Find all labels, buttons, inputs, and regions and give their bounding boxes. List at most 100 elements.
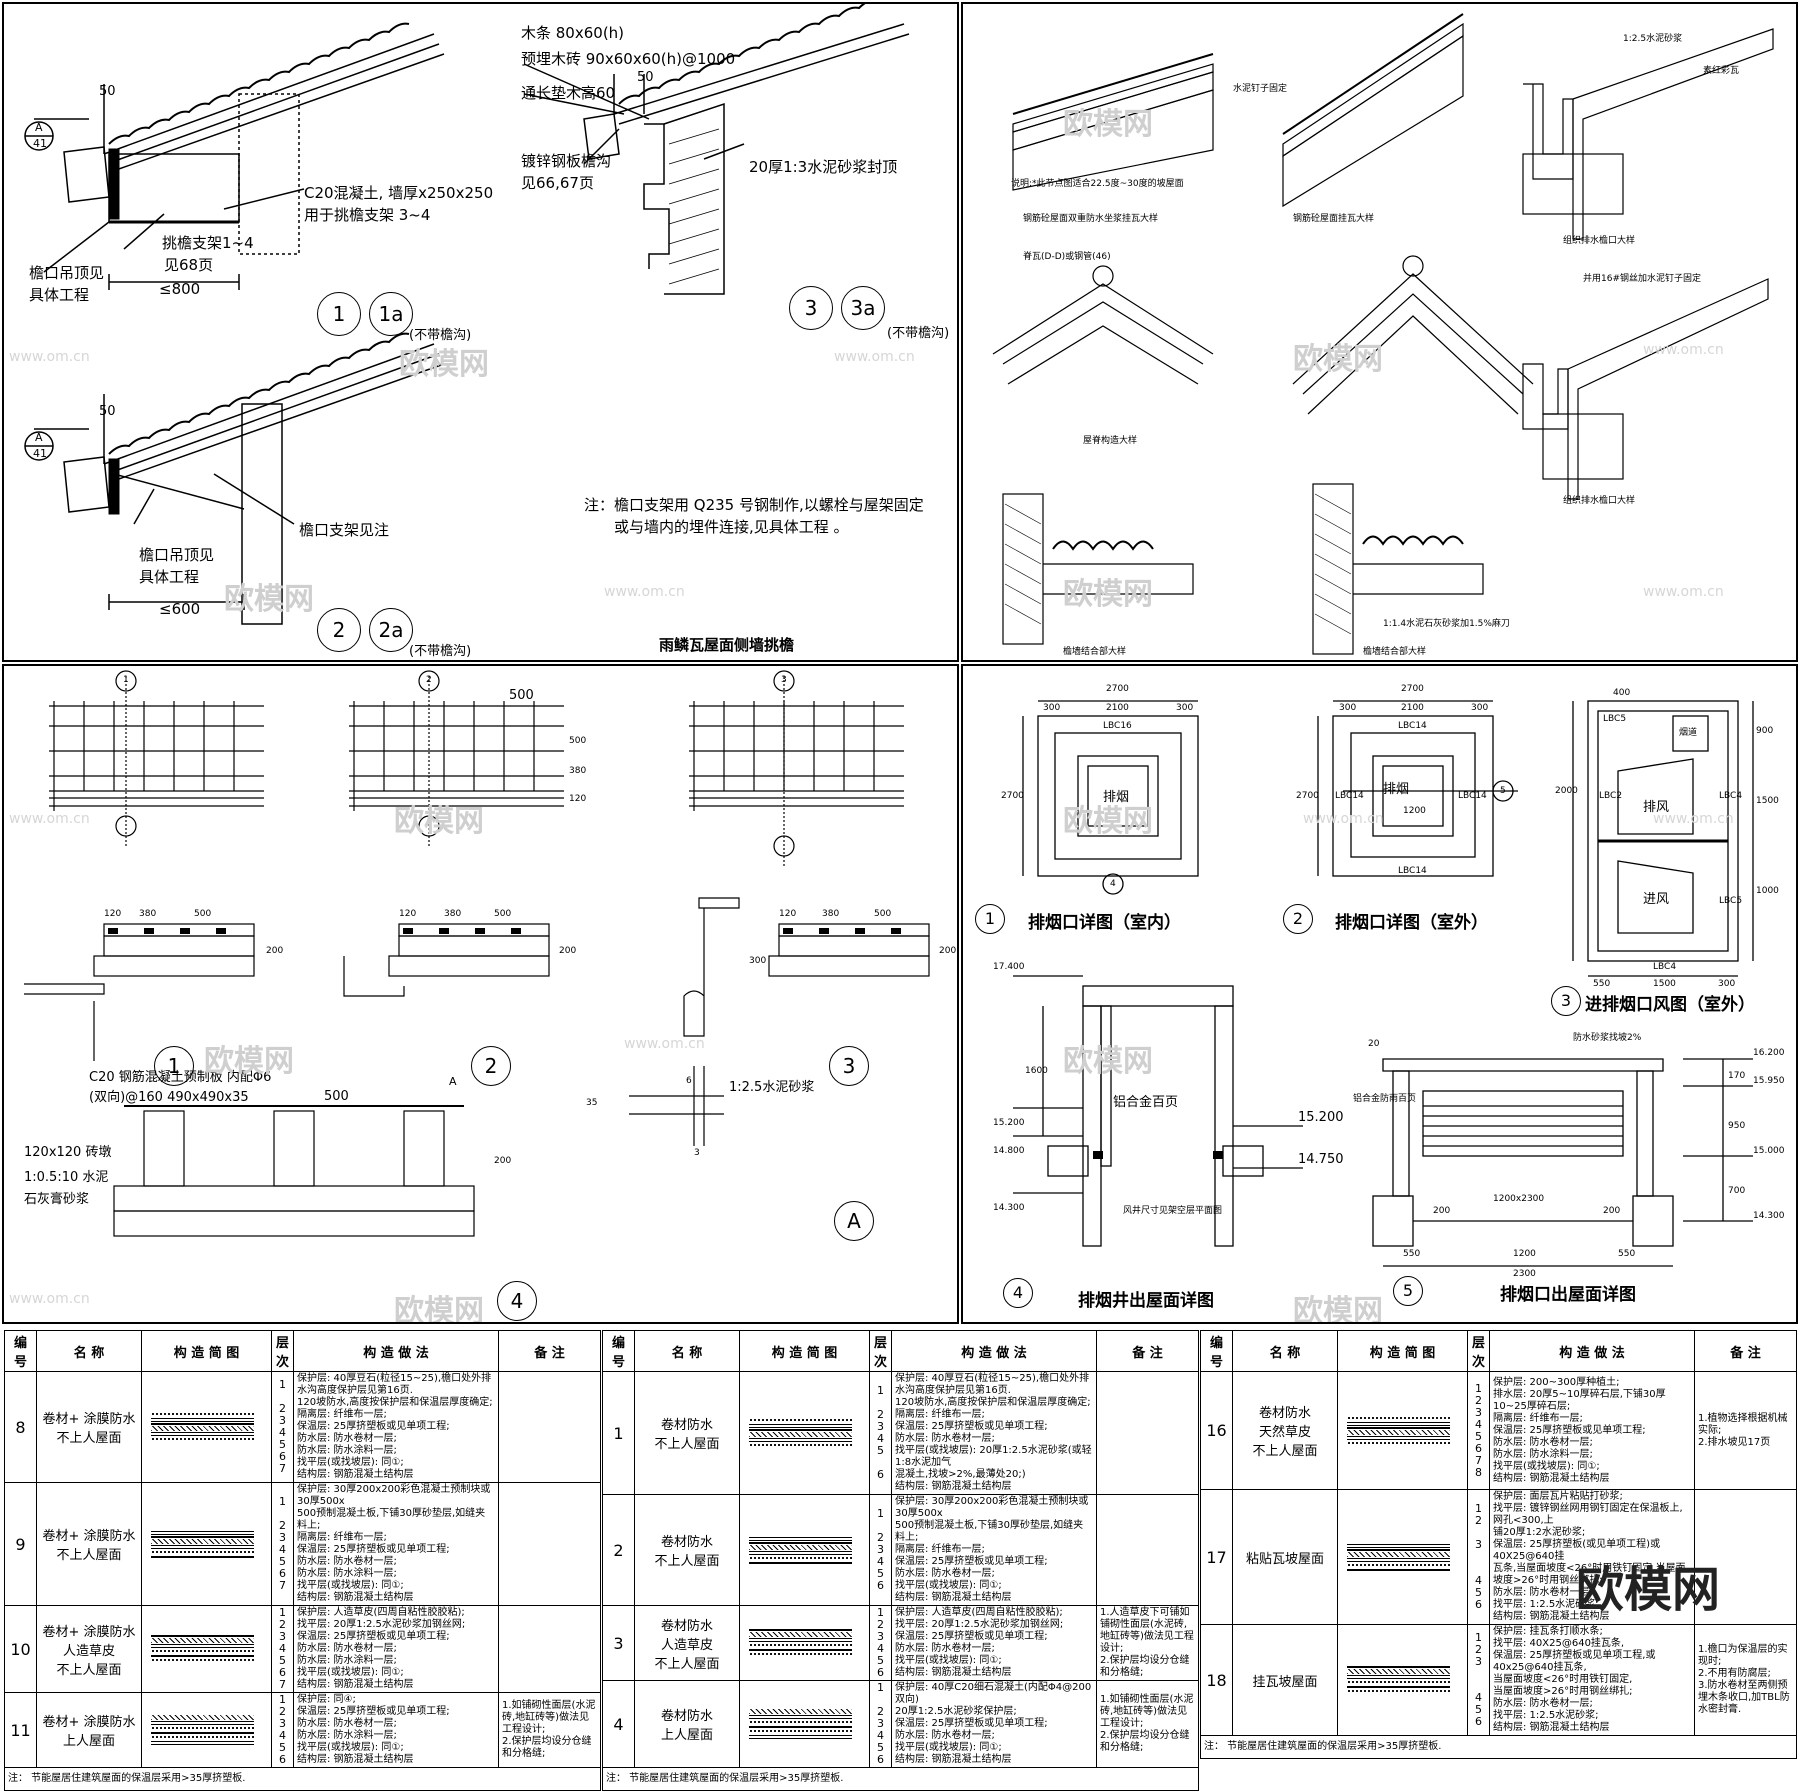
label-steel-wire: 并用16#钢丝加水泥钉子固定 [1583, 274, 1701, 284]
layer-band [151, 1658, 254, 1663]
layer-band [749, 1632, 852, 1637]
col-remark: 备 注 [1096, 1330, 1199, 1372]
row-number: 18 [1200, 1624, 1233, 1736]
layer-band [749, 1544, 852, 1550]
label-lime-mortar: 1:1.4水泥石灰砂浆加1.5%麻刀 [1383, 619, 1510, 629]
row-method: 保护层: 40厚豆石(粒径15~25),檐口处外排水沟高度保护层见第16页. 1… [293, 1371, 499, 1483]
row-layers: 1 2 3 4 5 6 7 [271, 1482, 294, 1606]
dim-380-side: 380 [569, 766, 587, 776]
col-remark: 备 注 [1694, 1330, 1797, 1372]
sec3-dim-200: 200 [939, 946, 957, 956]
title-smoke-roof: 排烟口出屋面详图 [1500, 1285, 1636, 1305]
layer-sketch [145, 1407, 268, 1447]
title-ridge-detail: 屋脊构造大样 [1083, 436, 1138, 446]
title-organized-drain-1: 组织排水檐口大样 [1563, 236, 1636, 246]
dim-500-detail4: 500 [324, 1089, 349, 1104]
row-method: 保护层: 挂瓦条打顺水条; 找平层: 40X25@640挂瓦条, 保温层: 25… [1489, 1624, 1695, 1736]
row-layers: 1 2 3 4 5 6 [869, 1494, 892, 1606]
col-method: 构 造 做 法 [293, 1330, 499, 1372]
row-sketch [1337, 1489, 1468, 1625]
elev-14800: 14.800 [993, 1146, 1025, 1156]
p3-exhaust: 排风 [1643, 800, 1670, 815]
p1-cut-marker: 4 [1110, 879, 1116, 889]
panel-title: 雨鳞瓦屋面侧墙挑檐 [659, 636, 795, 654]
watermark-logo: 欧模网 [1575, 1562, 1720, 1618]
label-waterproof-slope: 防水砂浆找坡2% [1573, 1033, 1642, 1043]
grid3-marker-top: 3 [781, 675, 787, 685]
elev-16200: 16.200 [1753, 1048, 1785, 1058]
layer-band [151, 1649, 254, 1654]
layer-sketch [743, 1413, 866, 1453]
layer-band [1347, 1675, 1450, 1679]
p3-dim-1000: 1000 [1756, 886, 1779, 896]
sec3-dim-120: 120 [779, 909, 797, 919]
layer-band [1347, 1557, 1450, 1562]
row-layers: 1 2 3 4 5 6 [1467, 1624, 1490, 1736]
panel-slab-details: 1 2 3 500 500 380 120 120 380 500 120 38… [2, 664, 959, 1324]
section-mark-41-2: 41 [33, 447, 47, 460]
layer-band [1347, 1568, 1450, 1571]
row-number: 10 [4, 1605, 37, 1693]
label-bracket-use: 用于挑檐支架 3~4 [304, 206, 431, 224]
layer-band [749, 1715, 852, 1719]
row-number: 4 [602, 1680, 635, 1768]
title-double-waterproof: 钢筋砼屋面双重防水坐浆挂瓦大样 [1023, 214, 1159, 224]
row-remark [498, 1605, 601, 1693]
sec3-dim-300: 300 [749, 956, 767, 966]
layer-band [1347, 1426, 1450, 1429]
row-number: 16 [1200, 1371, 1233, 1490]
layer-band [151, 1741, 254, 1745]
row-remark: 1.如铺砌性面层(水泥砖,地缸砖等)做法见工程设计; 2.保护层均设分仓缝和分格… [498, 1692, 601, 1768]
col-layers: 层次 [271, 1330, 294, 1372]
label-dim-50-c: 50 [99, 404, 116, 419]
s5-dim-170: 170 [1728, 1071, 1746, 1081]
p3-dim-300: 300 [1718, 979, 1736, 989]
layer-band [749, 1720, 852, 1725]
eave-drawings [24, 4, 910, 625]
title-tile-hanging: 钢筋砼屋面挂瓦大样 [1293, 214, 1375, 224]
col-method: 构 造 做 法 [1489, 1330, 1695, 1372]
sec1-dim-200: 200 [266, 946, 284, 956]
sec1-dim-380: 380 [139, 909, 157, 919]
p3-lbc2: LBC2 [1599, 791, 1623, 801]
label-continuous-pad: 通长垫木高60 [521, 84, 616, 102]
layer-band [749, 1643, 852, 1648]
label-note-slope: 说明:*此节点图适合22.5度~30度的坡屋面 [1011, 179, 1184, 189]
layer-band [151, 1735, 254, 1740]
layer-band [1347, 1435, 1450, 1440]
col-name: 名 称 [36, 1330, 142, 1372]
layer-sketch [743, 1624, 866, 1662]
p3-flue: 烟道 [1679, 728, 1698, 738]
marker-a-detail4: A [449, 1075, 457, 1088]
layer-sketch [1341, 1539, 1464, 1576]
layer-band [1347, 1543, 1450, 1548]
row-number: 8 [4, 1371, 37, 1483]
layer-band [749, 1629, 852, 1631]
p2-dim-2700: 2700 [1401, 684, 1424, 694]
p1-dim-300a: 300 [1043, 703, 1061, 713]
label-brick-pier: 120x120 砖墩 [24, 1145, 112, 1160]
p2-dim-2100: 2100 [1401, 703, 1424, 713]
sec3-dim-380: 380 [822, 909, 840, 919]
section-marker-4: 4 [1003, 1278, 1033, 1308]
label-see-page-68: 见68页 [164, 256, 214, 274]
table-footer-middle: 注： 节能屋居住建筑屋面的保温层采用>35厚挤塑板. [602, 1767, 1199, 1791]
row-remark [1096, 1371, 1199, 1495]
row-name: 卷材防水 不上人屋面 [634, 1494, 740, 1606]
layer-band [1347, 1429, 1450, 1435]
table-footer-right: 注： 节能屋居住建筑屋面的保温层采用>35厚挤塑板. [1200, 1735, 1797, 1759]
layer-sketch [743, 1532, 866, 1569]
row-layers: 1 2 3 4 5 6 7 [271, 1605, 294, 1693]
p1-dim-300b: 300 [1176, 703, 1194, 713]
section-marker-5: 5 [1393, 1276, 1423, 1306]
col-sketch: 构 造 简 图 [1337, 1330, 1468, 1372]
elev-15000: 15.000 [1753, 1146, 1785, 1156]
